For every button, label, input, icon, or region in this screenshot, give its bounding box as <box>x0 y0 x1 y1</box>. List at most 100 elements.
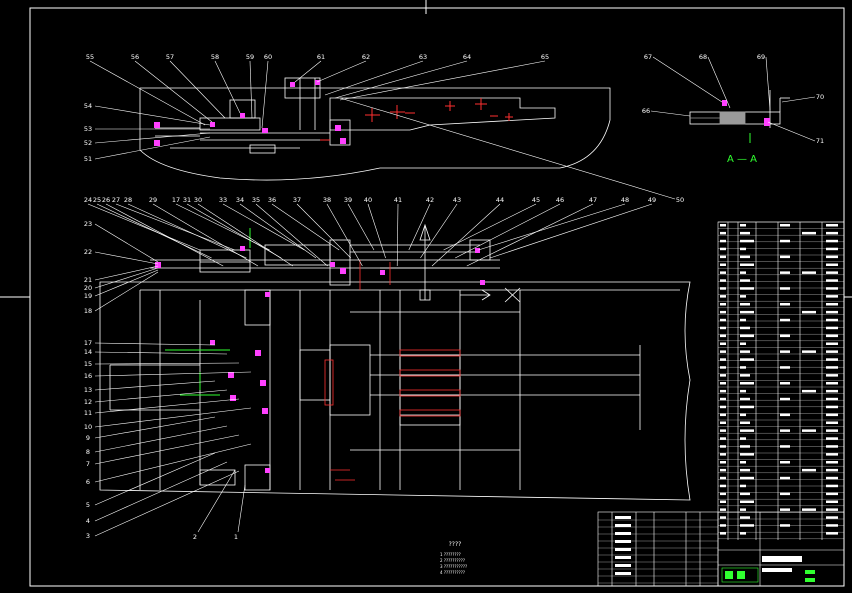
callout-label: 23 <box>84 220 92 228</box>
callout-label: 31 <box>183 196 191 204</box>
notes-line-4: 4 ?????????? <box>440 570 465 575</box>
leader-line <box>95 252 158 264</box>
callout-label: 25 <box>93 196 101 204</box>
leader-line <box>766 57 770 110</box>
top-view-red-marks <box>320 98 513 140</box>
leader-line <box>95 372 251 376</box>
callout-label: 8 <box>86 448 90 456</box>
leader-line <box>250 61 252 118</box>
main-view-green-parts <box>165 228 250 395</box>
leader-line <box>128 204 246 258</box>
leader-line <box>95 435 239 464</box>
leader-line <box>397 204 398 266</box>
callout-label: 65 <box>541 53 549 61</box>
callout-label: 68 <box>699 53 707 61</box>
main-view <box>100 282 690 500</box>
leader-line <box>170 61 225 118</box>
callout-label: 59 <box>246 53 254 61</box>
callout-label: 22 <box>84 248 92 256</box>
callout-label: 2 <box>193 533 197 541</box>
callout-label: 37 <box>293 196 301 204</box>
leader-line <box>490 204 652 258</box>
callout-label: 53 <box>84 125 92 133</box>
callout-label: 9 <box>86 434 90 442</box>
callout-label: 63 <box>419 53 427 61</box>
leader-lines <box>88 57 815 536</box>
callout-label: 4 <box>86 517 90 525</box>
callout-label: 33 <box>219 196 227 204</box>
leader-line <box>95 363 239 364</box>
leader-line <box>340 61 545 100</box>
callout-label: 61 <box>317 53 325 61</box>
callout-label: 38 <box>323 196 331 204</box>
leader-line <box>325 61 423 95</box>
callout-label: 18 <box>84 307 92 315</box>
callout-label: 45 <box>532 196 540 204</box>
leader-line <box>95 352 227 354</box>
leader-line <box>368 204 386 258</box>
leader-line <box>95 471 239 536</box>
leader-line <box>95 399 239 413</box>
callout-label: 62 <box>362 53 370 61</box>
callout-label: 36 <box>268 196 276 204</box>
leader-line <box>116 204 235 250</box>
callout-label: 30 <box>194 196 202 204</box>
leader-line <box>340 98 675 199</box>
callout-label: 26 <box>102 196 110 204</box>
leader-line <box>295 61 321 82</box>
leader-line <box>478 204 625 250</box>
notes-line-1: 1 ???????? <box>440 552 461 557</box>
callout-label: 52 <box>84 139 92 147</box>
callout-label: 49 <box>648 196 656 204</box>
callout-label: 10 <box>84 423 92 431</box>
callout-label: 48 <box>621 196 629 204</box>
leader-line <box>95 381 215 390</box>
callout-label: 29 <box>149 196 157 204</box>
callout-label: 54 <box>84 102 92 110</box>
section-label: A — A <box>727 154 757 165</box>
callout-label: 16 <box>84 372 92 380</box>
leader-line <box>95 426 227 452</box>
main-view-magenta-parts <box>155 246 485 473</box>
leader-line <box>198 204 293 266</box>
section-a-a-view <box>690 90 790 128</box>
callout-label: 19 <box>84 292 92 300</box>
leader-line <box>198 470 235 532</box>
leader-line <box>95 453 215 505</box>
callout-label: 27 <box>112 196 120 204</box>
leader-line <box>95 417 215 438</box>
callout-label: 57 <box>166 53 174 61</box>
callout-label: 40 <box>364 196 372 204</box>
callout-label: 28 <box>124 196 132 204</box>
callout-label: 43 <box>453 196 461 204</box>
callout-label: 60 <box>264 53 272 61</box>
leader-line <box>467 204 593 266</box>
callout-label: 17 <box>84 339 92 347</box>
callout-label: 67 <box>644 53 652 61</box>
notes-title: ???? <box>449 541 462 548</box>
leader-line <box>327 204 362 266</box>
leader-line <box>455 204 560 258</box>
leader-line <box>95 390 227 402</box>
callout-label: 46 <box>556 196 564 204</box>
leader-line <box>768 122 815 141</box>
leader-line <box>317 61 366 82</box>
callout-label: 17 <box>172 196 180 204</box>
callout-label: 41 <box>394 196 402 204</box>
leader-line <box>97 204 212 258</box>
callout-label: 13 <box>84 386 92 394</box>
callout-label: 24 <box>84 196 92 204</box>
callout-label: 5 <box>86 501 90 509</box>
callout-label: 7 <box>86 460 90 468</box>
leader-line <box>95 133 210 143</box>
leader-line <box>95 106 210 125</box>
callout-label: 70 <box>816 93 824 101</box>
callout-label: 15 <box>84 360 92 368</box>
callout-label: 55 <box>86 53 94 61</box>
leader-line <box>135 61 212 122</box>
callout-label: 50 <box>676 196 684 204</box>
callout-label: 34 <box>236 196 244 204</box>
